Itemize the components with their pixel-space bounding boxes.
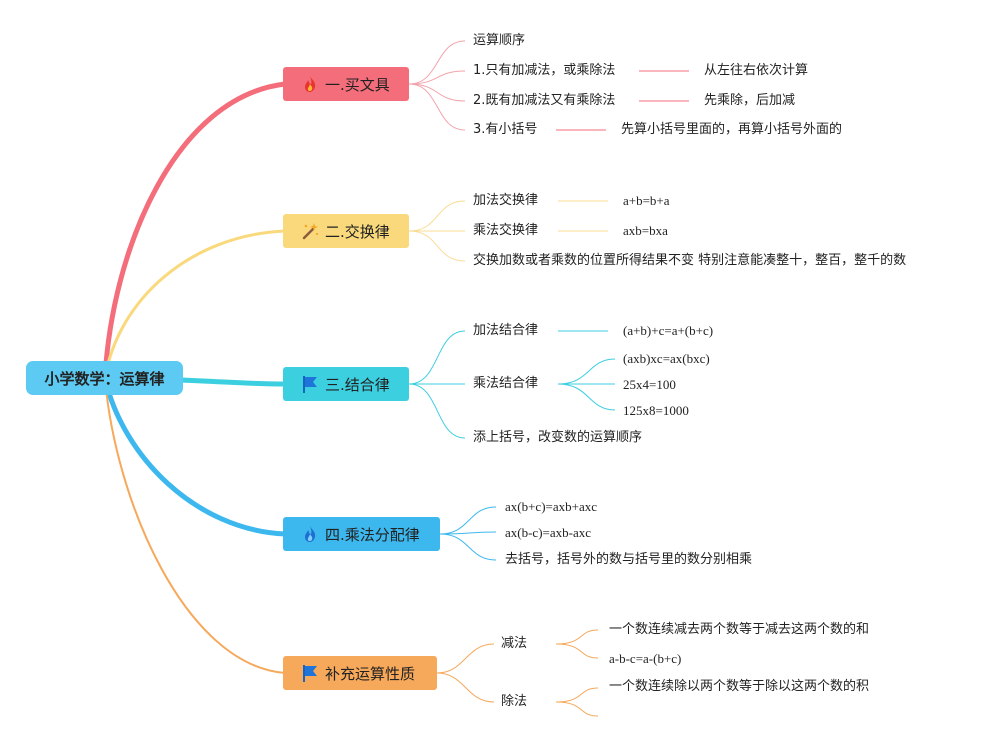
leaf-formula[interactable]: a+b=b+a (623, 193, 670, 208)
fire-icon (300, 524, 320, 544)
link-root-b2 (177, 377, 288, 387)
leaf-text[interactable]: 减法 (501, 636, 528, 651)
root-node[interactable]: 小学数学：运算律 (26, 361, 183, 395)
magic-wand-icon (300, 221, 320, 241)
leaf-formula[interactable]: 25x4=100 (623, 377, 676, 392)
leaf-formula[interactable]: ax(b+c)=axb+axc (505, 499, 598, 514)
leaf-note[interactable]: 先乘除，后加减 (704, 93, 796, 108)
leaf-note[interactable]: 从左往右依次计算 (704, 63, 809, 78)
branch-label: 三.结合律 (325, 375, 390, 394)
branch-node-order[interactable]: 一.买文具 (283, 67, 409, 101)
leaf-text[interactable]: 加法交换律 (473, 193, 539, 208)
leaf-text[interactable]: 去括号，括号外的数与括号里的数分别相乘 (505, 552, 753, 567)
leaf-text[interactable]: 乘法结合律 (473, 376, 539, 391)
branch-label: 补充运算性质 (325, 664, 416, 683)
fire-icon (300, 74, 320, 94)
branch-label: 四.乘法分配律 (325, 525, 420, 544)
leaf-text[interactable]: 加法结合律 (473, 323, 539, 338)
branch-label: 一.买文具 (325, 75, 390, 94)
leaf-note[interactable]: 先算小括号里面的，再算小括号外面的 (621, 122, 843, 137)
leaf-formula[interactable]: a-b-c=a-(b+c) (609, 651, 682, 666)
leaf-text[interactable]: 运算顺序 (473, 33, 526, 48)
leaf-text[interactable]: 2.既有加减法又有乘除法 (473, 93, 616, 108)
branch-node-distributive[interactable]: 四.乘法分配律 (283, 517, 440, 551)
leaf-text[interactable]: 除法 (501, 694, 528, 709)
branch-node-commutative[interactable]: 二.交换律 (283, 214, 409, 248)
link-root-b4 (104, 377, 286, 674)
leaf-formula[interactable]: 125x8=1000 (623, 403, 689, 418)
leaf-text[interactable]: 3.有小括号 (473, 122, 538, 137)
root-label: 小学数学：运算律 (44, 369, 165, 388)
link-root-b1 (103, 229, 287, 380)
leaf-formula[interactable]: (axb)xc=ax(bxc) (623, 351, 710, 366)
leaf-text[interactable]: 1.只有加减法，或乘除法 (473, 63, 616, 78)
link-root-b3 (102, 375, 288, 537)
branch-label: 二.交换律 (325, 222, 390, 241)
leaf-formula[interactable]: ax(b-c)=axb-axc (505, 525, 591, 540)
flag-icon (300, 663, 320, 683)
leaf-formula[interactable]: (a+b)+c=a+(b+c) (623, 323, 714, 338)
branch-node-associative[interactable]: 三.结合律 (283, 367, 409, 401)
flag-icon (300, 374, 320, 394)
leaf-text[interactable]: 一个数连续减去两个数等于减去这两个数的和 (609, 622, 870, 637)
link-root-b0 (102, 81, 288, 381)
leaf-text[interactable]: 添上括号，改变数的运算顺序 (473, 430, 643, 445)
leaf-formula[interactable]: axb=bxa (623, 223, 668, 238)
leaf-text[interactable]: 一个数连续除以两个数等于除以这两个数的积 (609, 679, 870, 694)
branch-node-supplement[interactable]: 补充运算性质 (283, 656, 437, 690)
leaf-text[interactable]: 乘法交换律 (473, 223, 539, 238)
leaf-text[interactable]: 交换加数或者乘数的位置所得结果不变 特别注意能凑整十，整百，整千的数 (473, 253, 907, 268)
